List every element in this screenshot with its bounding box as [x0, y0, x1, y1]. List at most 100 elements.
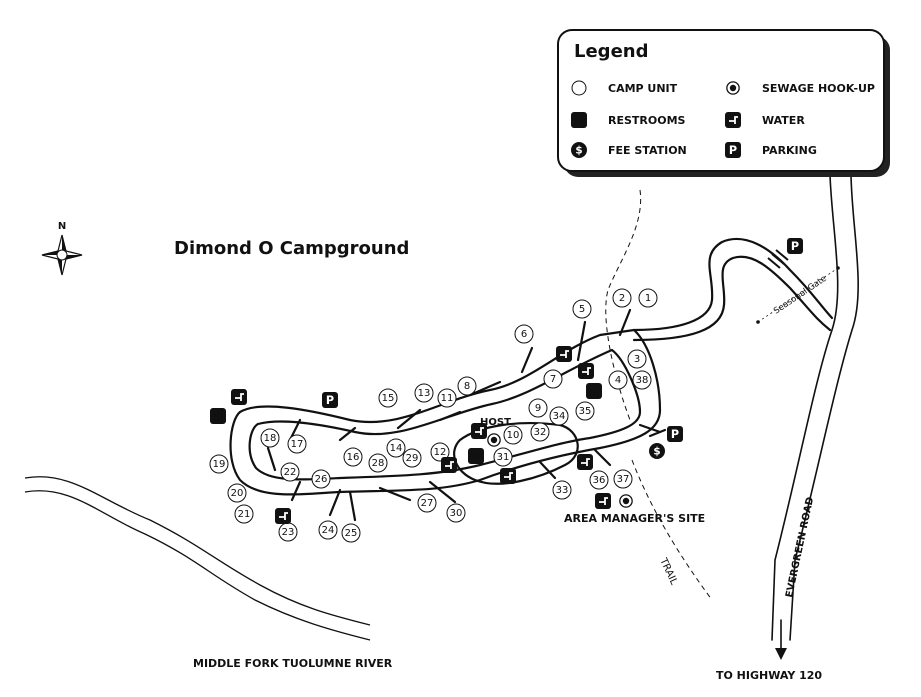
map-icons: P P $ P: [210, 238, 803, 524]
seasonal-gate: Seasonal Gate: [756, 266, 840, 324]
sewage-hookup-icon: [487, 433, 501, 447]
camp-unit-number: 21: [238, 509, 251, 520]
svg-text:P: P: [791, 240, 799, 253]
parking-icon: P: [725, 142, 741, 158]
area-manager-label: AREA MANAGER'S SITE: [564, 512, 705, 525]
camp-unit-number: 36: [593, 475, 606, 486]
camp-unit-circle: [571, 80, 587, 96]
svg-text:P: P: [326, 394, 334, 407]
camp-unit-number: 24: [322, 525, 335, 536]
legend-item-label: RESTROOMS: [608, 114, 686, 127]
water-icon: [578, 363, 594, 379]
camp-unit: 25: [341, 523, 361, 543]
camp-unit: 38: [632, 370, 652, 390]
parking-icon: P: [787, 238, 803, 254]
camp-unit: 21: [234, 504, 254, 524]
sewage-hookup-icon: [619, 494, 633, 508]
legend-item-label: SEWAGE HOOK-UP: [762, 82, 875, 95]
camp-unit: 8: [457, 376, 477, 396]
camp-unit: 23: [278, 522, 298, 542]
camp-unit-number: 2: [619, 293, 625, 304]
camp-unit-number: 3: [634, 354, 640, 365]
legend-item: RESTROOMS: [571, 112, 686, 128]
camp-unit: 7: [543, 369, 563, 389]
svg-text:P: P: [729, 144, 737, 157]
camp-unit-number: 17: [291, 439, 304, 450]
camp-unit: 2: [612, 288, 632, 308]
camp-unit-number: 12: [434, 447, 447, 458]
svg-text:$: $: [653, 446, 660, 458]
camp-unit-number: 5: [579, 304, 585, 315]
camp-unit: 10: [503, 425, 523, 445]
camp-unit: 3: [627, 349, 647, 369]
camp-unit: 13: [414, 383, 434, 403]
legend-item: SEWAGE HOOK-UP: [726, 81, 875, 95]
camp-unit: 36: [589, 470, 609, 490]
camp-unit: 18: [260, 428, 280, 448]
restrooms-icon: [586, 383, 602, 399]
camp-unit-number: 31: [497, 452, 510, 463]
camp-unit-number: 6: [521, 329, 527, 340]
legend-item: WATER: [725, 112, 805, 128]
camp-unit: 9: [528, 398, 548, 418]
fee-station-icon: $: [571, 142, 587, 158]
water-icon: [500, 468, 516, 484]
compass-north-label: N: [58, 221, 66, 232]
camp-unit-number: 28: [372, 458, 385, 469]
camp-unit-number: 29: [406, 453, 419, 464]
camp-unit-number: 14: [390, 443, 403, 454]
water-icon: [595, 493, 611, 509]
camp-unit-number: 38: [636, 375, 649, 386]
parking-icon: P: [322, 392, 338, 408]
camp-unit-number: 16: [347, 452, 360, 463]
camp-unit-number: 19: [213, 459, 226, 470]
camp-unit: 15: [378, 388, 398, 408]
camp-unit-number: 22: [284, 467, 297, 478]
camp-unit: 14: [386, 438, 406, 458]
restrooms-icon: [210, 408, 226, 424]
river: [24, 476, 371, 641]
camp-unit: 22: [280, 462, 300, 482]
camp-unit: 37: [613, 469, 633, 489]
camp-unit: 11: [437, 388, 457, 408]
camp-unit-number: 20: [231, 488, 244, 499]
camp-unit: 32: [530, 422, 550, 442]
trail-label: TRAIL: [657, 556, 679, 587]
camp-unit-number: 26: [315, 474, 328, 485]
camp-unit: 30: [446, 503, 466, 523]
camp-unit-number: 30: [450, 508, 463, 519]
arrow-south-icon: [775, 648, 787, 660]
camp-unit: 35: [575, 401, 595, 421]
water-icon: [275, 508, 291, 524]
river-label: MIDDLE FORK TUOLUMNE RIVER: [193, 657, 393, 670]
restrooms-icon: [468, 448, 484, 464]
camp-unit-number: 7: [550, 374, 556, 385]
water-icon: [556, 346, 572, 362]
water-icon: [231, 389, 247, 405]
svg-text:$: $: [575, 145, 582, 157]
camp-unit: 20: [227, 483, 247, 503]
legend-item: $ FEE STATION: [571, 142, 687, 158]
camp-unit: 24: [318, 520, 338, 540]
compass-icon: N: [41, 221, 83, 276]
camp-unit-number: 15: [382, 393, 395, 404]
camp-unit-number: 33: [556, 485, 569, 496]
camp-unit-number: 27: [421, 498, 434, 509]
camp-unit-number: 37: [617, 474, 630, 485]
legend-item-label: CAMP UNIT: [608, 82, 678, 95]
legend-item-label: WATER: [762, 114, 805, 127]
parking-icon: P: [667, 426, 683, 442]
camp-unit: 12: [430, 442, 450, 462]
water-icon: [441, 457, 457, 473]
camp-unit-number: 18: [264, 433, 277, 444]
map-title: Dimond O Campground: [174, 238, 409, 259]
water-icon: [577, 454, 593, 470]
camp-unit-number: 10: [507, 430, 520, 441]
legend-item-label: FEE STATION: [608, 144, 687, 157]
camp-unit-number: 35: [579, 406, 592, 417]
svg-text:P: P: [671, 428, 679, 441]
